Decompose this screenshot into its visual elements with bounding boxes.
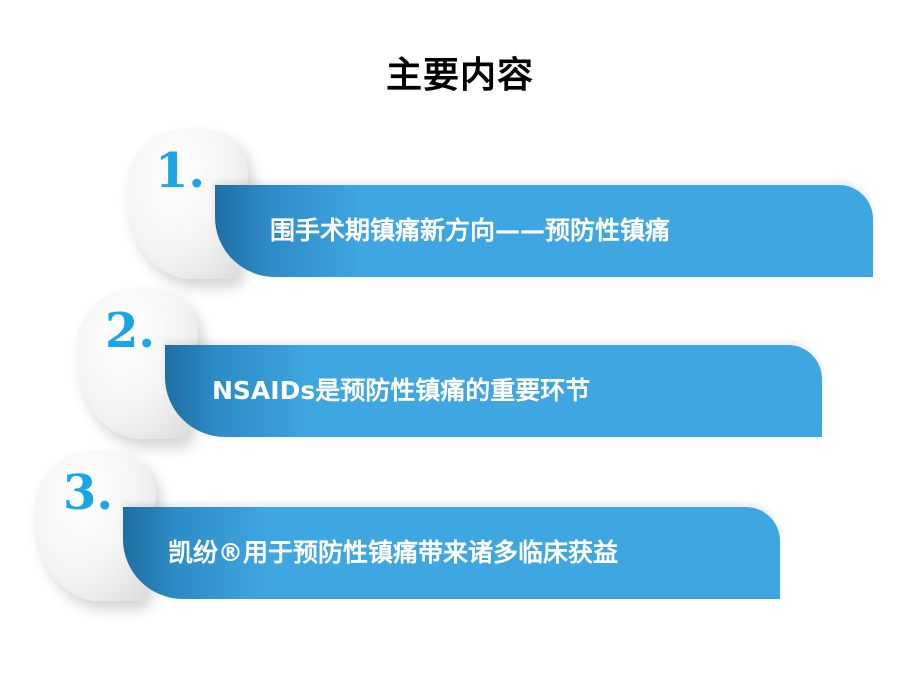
item-number: 3.	[63, 465, 114, 521]
item-bar: NSAIDs是预防性镇痛的重要环节	[165, 345, 822, 437]
item-number: 2.	[105, 303, 156, 359]
item-label: 凯纷®用于预防性镇痛带来诸多临床获益	[168, 538, 619, 567]
item-number: 1.	[155, 143, 206, 199]
item-bar: 围手术期镇痛新方向——预防性镇痛	[215, 185, 873, 277]
item-label: NSAIDs是预防性镇痛的重要环节	[212, 376, 591, 405]
page-title: 主要内容	[385, 55, 534, 96]
content-item-3: 3. 凯纷®用于预防性镇痛带来诸多临床获益	[25, 451, 793, 611]
item-bar: 凯纷®用于预防性镇痛带来诸多临床获益	[123, 507, 780, 599]
content-item-1: 1. 围手术期镇痛新方向——预防性镇痛	[117, 129, 885, 289]
item-label: 围手术期镇痛新方向——预防性镇痛	[270, 216, 671, 245]
content-item-2: 2. NSAIDs是预防性镇痛的重要环节	[67, 289, 835, 449]
